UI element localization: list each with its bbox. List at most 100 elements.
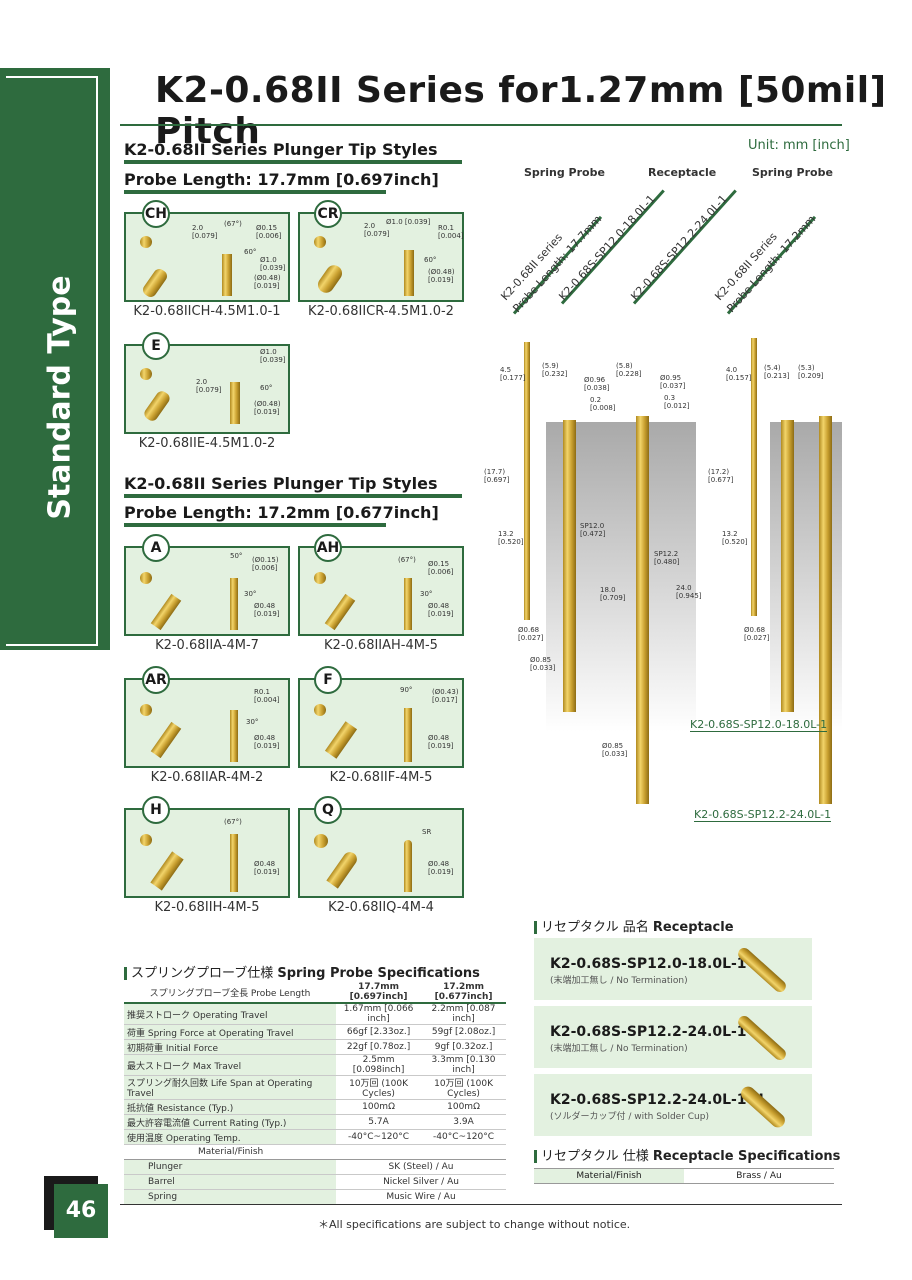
receptacle-heading: リセプタクル 品名 Receptacle [534, 916, 734, 935]
sidebar-frame [6, 76, 98, 646]
dim-a: 4.5[0.177] [500, 366, 526, 382]
receptacle-item-3: K2-0.68S-SP12.2-24.0L-1-U (ソルダーカップ付 / wi… [534, 1074, 812, 1136]
section1-length: Probe Length: 17.7mm [0.697inch] [124, 170, 439, 189]
row-v1: 22gf [0.78oz.] [336, 1039, 422, 1055]
dim: 50° [230, 552, 243, 560]
dim: 60° [424, 256, 437, 264]
row-v1: 100mΩ [336, 1099, 422, 1115]
row-key: 最大ストローク Max Travel [124, 1054, 336, 1076]
dim: (67°) [398, 556, 416, 564]
footer-rule [120, 1204, 842, 1205]
section1-title: K2-0.68II Series Plunger Tip Styles [124, 140, 438, 159]
material-key: Spring [124, 1189, 336, 1205]
tip-end-view [140, 368, 152, 380]
tip-profile [404, 840, 412, 892]
dim: 2.0[0.079] [192, 224, 218, 240]
page-title: K2-0.68II Series for1.27mm [50mil] Pitch [155, 70, 887, 152]
dim: (Ø0.48)[0.019] [254, 400, 281, 416]
tip-profile [222, 254, 232, 296]
tip-end-view [140, 834, 152, 846]
row-v2: 59gf [2.08oz.] [421, 1024, 506, 1040]
section2-length: Probe Length: 17.2mm [0.677inch] [124, 503, 439, 522]
row-key: 推奨ストローク Operating Travel [124, 1003, 336, 1025]
tip-caption-cr: K2-0.68IICR-4.5M1.0-2 [308, 304, 454, 319]
dim: Ø0.48[0.019] [428, 602, 454, 618]
row-key: 使用温度 Operating Temp. [124, 1129, 336, 1145]
material-value: Music Wire / Au [336, 1189, 506, 1205]
tip-end-view [314, 704, 326, 716]
dim: (Ø0.15)[0.006] [252, 556, 279, 572]
tip-3d-view [150, 851, 184, 891]
spring-probe-1 [524, 342, 530, 620]
dim: Ø0.48[0.019] [254, 734, 280, 750]
tip-end-view [140, 704, 152, 716]
row-v2: 3.3mm [0.130 inch] [421, 1054, 506, 1076]
row-v2: 10万回 (100K Cycles) [421, 1075, 506, 1100]
tip-profile [230, 710, 238, 762]
row-v1: -40°C~120°C [336, 1129, 422, 1145]
dim: (Ø0.43)[0.017] [432, 688, 459, 704]
table-row: スプリング耐久回数 Life Span at Operating Travel 1… [124, 1075, 506, 1100]
row-v1: 1.67mm [0.066 inch] [336, 1003, 422, 1025]
row-key: 抵抗値 Resistance (Typ.) [124, 1099, 336, 1115]
dim-m: 24.0[0.945] [676, 584, 702, 600]
dim-l: 18.0[0.709] [600, 586, 626, 602]
header-label: スプリングプローブ全長 Probe Length [124, 982, 336, 1004]
row-v2: 100mΩ [421, 1099, 506, 1115]
receptacle-sub: (ソルダーカップ付 / with Solder Cup) [550, 1112, 709, 1122]
tip-3d-view [140, 266, 170, 300]
tip-3d-view [324, 593, 356, 631]
dim: 90° [400, 686, 413, 694]
dim: Ø0.48[0.019] [428, 734, 454, 750]
tip-3d-view [142, 388, 172, 424]
table-header: スプリングプローブ全長 Probe Length 17.7mm[0.697inc… [124, 982, 506, 1004]
header-col2: 17.2mm[0.677inch] [421, 982, 506, 1004]
dim: 30° [246, 718, 259, 726]
row-key: 最大許容電流値 Current Rating (Typ.) [124, 1114, 336, 1130]
page-number: 46 [54, 1184, 108, 1238]
dim-u: 13.2[0.520] [722, 530, 748, 546]
tip-end-view [314, 572, 326, 584]
receptacle-item-2: K2-0.68S-SP12.2-24.0L-1 (末端加工無し / No Ter… [534, 1006, 812, 1068]
dim-k: SP12.2[0.480] [654, 550, 680, 566]
dim-g: 0.3[0.012] [664, 394, 690, 410]
tip-caption-ar: K2-0.68IIAR-4M-2 [150, 770, 264, 785]
dim: Ø0.15[0.006] [428, 560, 454, 576]
dim: Ø0.48[0.019] [254, 860, 280, 876]
tip-end-view [140, 572, 152, 584]
dim: Ø0.48[0.019] [428, 860, 454, 876]
tip-badge-ah: AH [314, 534, 342, 562]
tip-profile [230, 578, 238, 630]
dim-j: SP12.0[0.472] [580, 522, 606, 538]
receptacle-spec-row: Material/Finish Brass / Au [534, 1168, 834, 1184]
tip-profile [230, 834, 238, 892]
spec-value: Brass / Au [736, 1171, 782, 1181]
dim: 2.0[0.079] [196, 378, 222, 394]
dim-n: Ø0.68[0.027] [518, 626, 544, 642]
header-col1: 17.7mm[0.697inch] [336, 982, 422, 1004]
col-label-spring-probe-1: Spring Probe [524, 166, 605, 179]
footer-note: ＊All specifications are subject to chang… [318, 1218, 631, 1231]
receptacle-18 [563, 420, 576, 712]
dim: Ø0.15[0.006] [256, 224, 282, 240]
tip-profile [404, 708, 412, 762]
dim-f: 0.2[0.008] [590, 396, 616, 412]
dim: (Ø0.48)[0.019] [428, 268, 455, 284]
tip-caption-ch: K2-0.68IICH-4.5M1.0-1 [133, 304, 281, 319]
tip-badge-cr: CR [314, 200, 342, 228]
col-label-receptacle: Receptacle [648, 166, 717, 179]
tip-badge-q: Q [314, 796, 342, 824]
unit-label: Unit: mm [inch] [748, 138, 850, 153]
dim: 30° [244, 590, 257, 598]
tip-badge-e: E [142, 332, 170, 360]
tip-profile [404, 250, 414, 296]
dim: 60° [244, 248, 257, 256]
tip-card-q: SR Ø0.48[0.019] [298, 808, 464, 898]
receptacle-item-1: K2-0.68S-SP12.0-18.0L-1 (末端加工無し / No Ter… [534, 938, 812, 1000]
tip-badge-ar: AR [142, 666, 170, 694]
receptacle-24 [636, 416, 649, 804]
row-key: スプリング耐久回数 Life Span at Operating Travel [124, 1075, 336, 1100]
